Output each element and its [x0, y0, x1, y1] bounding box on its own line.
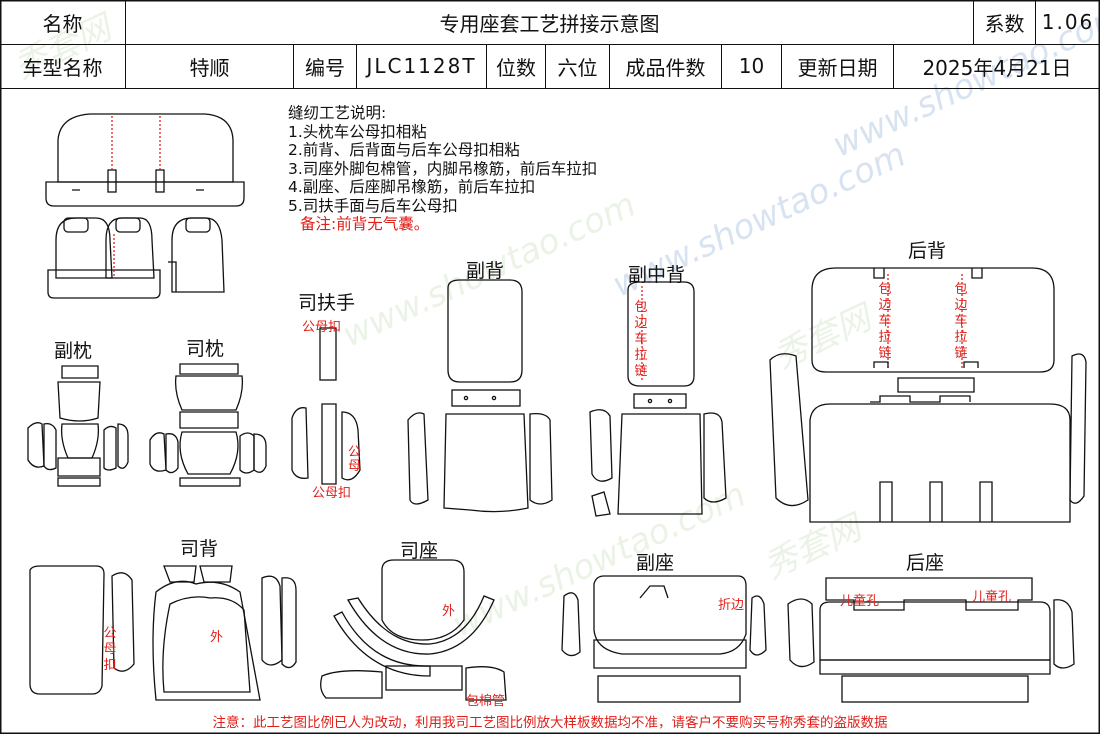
fu-zhen-pieces [27, 365, 129, 487]
annotation-baobian-lalian: 包边车拉链 [634, 300, 648, 379]
notes-title: 缝纫工艺说明: [288, 104, 387, 122]
model-value: 特顺 [126, 44, 294, 88]
annotation-gongmukou: 公母扣 [312, 486, 352, 501]
fu-bei-pieces [407, 279, 553, 513]
annotation-zhebian: 折边 [718, 598, 745, 613]
fu-zuo-pieces [561, 575, 767, 703]
rear-bench-thumbnail [45, 113, 245, 207]
annotation-baomianguan: 包棉管 [466, 694, 506, 709]
label-fu-zhen: 副枕 [54, 340, 93, 362]
label-fu-zuo: 副座 [636, 552, 675, 574]
code-label: 编号 [294, 44, 357, 88]
si-bei-pieces [29, 565, 297, 701]
annotation-gong-mu: 公母 [348, 445, 362, 474]
seats-value: 六位 [546, 44, 610, 88]
annotation-baobian-lalian: 包边车拉链 [878, 282, 892, 361]
label-fu-zhong-bei: 副中背 [628, 264, 686, 286]
note-item: 2.前背、后背面与后车公母扣相粘 [288, 141, 520, 159]
note-item: 5.司扶手面与后车公母扣 [288, 196, 458, 215]
label-si-bei: 司背 [180, 538, 219, 560]
label-hou-bei: 后背 [908, 240, 947, 262]
front-seats-thumbnail [47, 217, 225, 299]
pieces-label: 成品件数 [610, 44, 722, 88]
updated-value: 2025年4月21日 [922, 55, 1072, 80]
fu-zhong-bei-pieces [589, 281, 727, 517]
pieces-value: 10 [722, 44, 782, 88]
sewing-notes: 缝纫工艺说明: 1.头枕车公母扣相粘 2.前背、后背面与后车公母扣相粘 3.司座… [288, 104, 597, 234]
hou-bei-pieces [769, 267, 1087, 523]
label-si-zuo: 司座 [400, 540, 439, 562]
annotation-gongmukou: 公母扣 [302, 320, 342, 335]
label-si-zhen: 司枕 [186, 338, 225, 360]
annotation-baobian-lalian: 包边车拉链 [954, 282, 968, 361]
sheet-title: 专用座套工艺拼接示意图 [126, 0, 974, 44]
label-hou-zuo: 后座 [906, 552, 945, 574]
header-table: 名称 专用座套工艺拼接示意图 系数 1.06 车型名称 特顺 编号 JLC112… [0, 0, 1100, 89]
note-item: 3.司座外脚包棉管，内脚吊橡筋，前后车拉扣 [288, 159, 598, 178]
seats-label: 位数 [487, 44, 546, 88]
code-value: JLC1128T [357, 44, 487, 88]
annotation-gongmukou-vertical: 公母扣 [103, 626, 117, 673]
note-item: 1.头枕车公母扣相粘 [288, 122, 427, 141]
model-label: 车型名称 [0, 44, 126, 88]
si-zuo-pieces [320, 559, 507, 701]
annotation-wai: 外 [210, 630, 224, 645]
annotation-ertongkong: 儿童孔 [972, 590, 1012, 605]
updated-label: 更新日期 [782, 44, 894, 88]
coef-value: 1.06 [1041, 10, 1095, 34]
hou-zuo-pieces [787, 577, 1075, 703]
footer-warning: 注意：此工艺图比例已人为改动，利用我司工艺图比例放大样板数据均不准，请客户不要购… [212, 715, 888, 731]
annotation-wai: 外 [442, 604, 456, 619]
name-label: 名称 [0, 0, 126, 44]
notes-remark: 备注:前背无气囊。 [300, 215, 430, 233]
coef-label: 系数 [974, 0, 1036, 44]
note-item: 4.副座、后座脚吊橡筋，前后车拉扣 [288, 178, 536, 196]
si-zhen-pieces [149, 363, 267, 487]
label-si-fushou: 司扶手 [298, 292, 356, 314]
si-fushou-pieces [291, 327, 361, 485]
label-fu-bei: 副背 [466, 260, 505, 282]
annotation-ertongkong: 儿童孔 [840, 594, 880, 609]
